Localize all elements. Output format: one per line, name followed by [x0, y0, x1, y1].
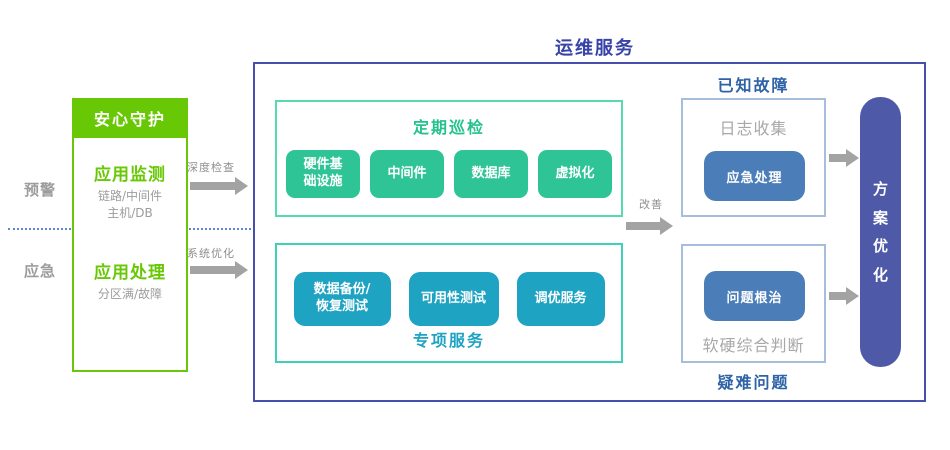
app-monitoring-subtitle: 链路/中间件 主机/DB	[97, 189, 163, 220]
special-items-row: 数据备份/ 恢复测试 可用性测试 调优服务	[277, 272, 621, 326]
deep-check-arrow-icon	[190, 177, 248, 195]
known-to-solution-arrow-icon	[829, 149, 859, 167]
item-backup-recovery-test: 数据备份/ 恢复测试	[293, 272, 391, 326]
hard-issues-title: 疑难问题	[717, 373, 790, 392]
combined-judgement-label: 软硬综合判断	[702, 336, 805, 355]
app-handling-subtitle: 分区满/故障	[97, 287, 163, 301]
app-handling-title: 应用处理	[94, 263, 166, 283]
special-service-section: 数据备份/ 恢复测试 可用性测试 调优服务 专项服务	[275, 243, 623, 363]
app-monitoring-title: 应用监测	[94, 165, 166, 185]
special-service-title: 专项服务	[412, 331, 485, 350]
stage-label-emergency: 应急	[23, 262, 56, 280]
root-cause-fix-chip: 问题根治	[704, 271, 805, 321]
log-collection-label: 日志收集	[719, 119, 788, 138]
item-virtualization: 虚拟化	[538, 150, 612, 198]
guard-box-header: 安心守护	[72, 98, 188, 138]
system-optimize-arrow-icon	[190, 261, 248, 279]
stage-label-warning: 预警	[23, 181, 56, 199]
item-database: 数据库	[454, 150, 528, 198]
solution-optimization-pill: 方 案 优 化	[860, 97, 901, 367]
item-availability-test: 可用性测试	[408, 272, 499, 326]
inspection-section: 定期巡检 硬件基 础设施 中间件 数据库 虚拟化	[275, 100, 623, 217]
item-middleware: 中间件	[370, 150, 444, 198]
hard-to-solution-arrow-icon	[829, 287, 859, 305]
item-hardware-infrastructure: 硬件基 础设施	[286, 150, 360, 198]
emergency-handling-chip: 应急处理	[704, 151, 805, 201]
system-optimize-arrow-label: 系统优化	[187, 247, 235, 260]
known-issues-box: 日志收集 应急处理	[681, 98, 826, 217]
inspection-items-row: 硬件基 础设施 中间件 数据库 虚拟化	[277, 150, 621, 198]
known-issues-title: 已知故障	[717, 76, 790, 95]
guard-box: 安心守护 应用监测 链路/中间件 主机/DB 应用处理 分区满/故障	[72, 98, 188, 372]
inspection-title: 定期巡检	[412, 118, 485, 137]
deep-check-arrow-label: 深度检查	[187, 161, 235, 174]
main-box-title: 运维服务	[555, 38, 635, 59]
improve-arrow-icon	[626, 217, 673, 235]
improve-arrow-label: 改善	[639, 198, 663, 211]
hard-issues-box: 问题根治 软硬综合判断	[681, 244, 826, 363]
item-tuning-service: 调优服务	[516, 272, 605, 326]
